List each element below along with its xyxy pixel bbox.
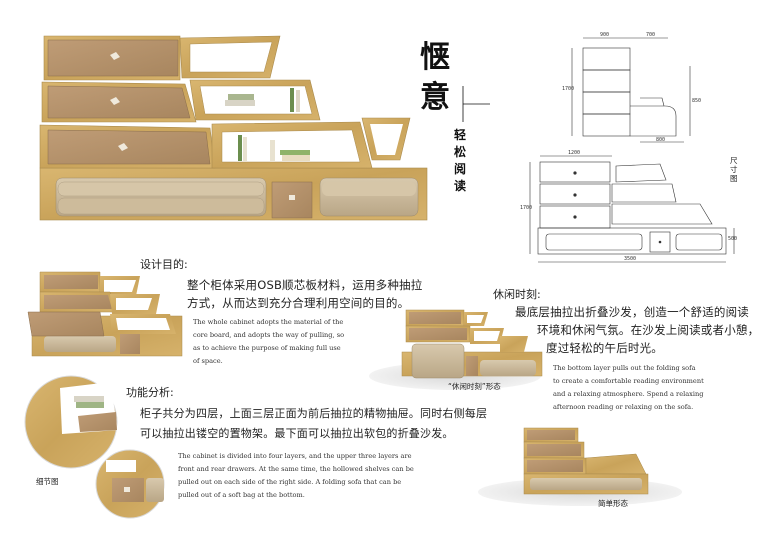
text-line: and a relaxing atmosphere. Spend a relax… (553, 390, 704, 398)
leisure-render (369, 309, 543, 390)
dim-label: 850 (692, 98, 702, 104)
drawing-label: 尺寸图 (730, 156, 738, 183)
subtitle-char: 读 (454, 179, 467, 193)
design-purpose-render (27, 271, 183, 357)
leisure-heading: 休闲时刻: (493, 288, 541, 301)
dimension-drawing-front (529, 155, 735, 263)
dim-label: 800 (656, 137, 666, 143)
subtitle-char: 轻 (454, 128, 467, 142)
title-char-1: 惬 (420, 40, 450, 75)
simple-caption: 简单形态 (598, 499, 628, 508)
function-heading: 功能分析: (126, 386, 174, 399)
text-line: pulled out of a soft bag at the bottom. (178, 491, 305, 499)
dim-label: 700 (646, 32, 656, 38)
dim-label: 900 (600, 32, 610, 38)
leisure-caption: “休闲时刻”形态 (448, 382, 501, 391)
text-line: of space. (193, 357, 223, 365)
dim-label: 1700 (520, 205, 533, 211)
text-line: 方式，从而达到充分合理利用空间的目的。 (187, 296, 410, 310)
design-purpose-en: The whole cabinet adopts the material of… (193, 316, 344, 368)
text-line: The whole cabinet adopts the material of… (193, 318, 344, 326)
text-line: as to achieve the purpose of making full… (193, 344, 341, 352)
dimension-drawing-top (571, 37, 691, 143)
leisure-zh-1: 最底层抽拉出折叠沙发，创造一个舒适的阅读 (515, 305, 749, 319)
leisure-zh-3: 度过轻松的午后时光。 (546, 341, 663, 355)
text-line: pulled out on each side of the right sid… (178, 478, 402, 486)
detail-caption: 细节图 (36, 477, 59, 486)
text-line: The bottom layer pulls out the folding s… (553, 364, 696, 372)
subtitle: 轻 松 阅 读 (454, 126, 468, 194)
subtitle-char: 松 (454, 145, 467, 159)
subtitle-char: 阅 (454, 162, 467, 176)
text-line: afternoon reading or relaxing on the sof… (553, 403, 694, 411)
simple-render (478, 427, 682, 506)
detail-render (24, 375, 165, 519)
text-line: front and rear drawers. At the same time… (178, 465, 414, 473)
dim-label: 1200 (568, 150, 581, 156)
text-line: 整个柜体采用OSB顺芯板材料，运用多种抽拉 (187, 278, 423, 292)
design-purpose-zh: 整个柜体采用OSB顺芯板材料，运用多种抽拉 方式，从而达到充分合理利用空间的目的… (187, 276, 422, 312)
leisure-en: The bottom layer pulls out the folding s… (553, 362, 704, 414)
text-line: to create a comfortable reading environm… (553, 377, 704, 385)
text-line: 可以抽拉出镂空的置物架。最下面可以抽拉出软包的折叠沙发。 (140, 427, 454, 440)
function-en: The cabinet is divided into four layers,… (178, 450, 414, 502)
function-zh: 柜子共分为四层，上面三层正面为前后抽拉的精物抽屉。同时右侧每层 可以抽拉出镂空的… (140, 404, 487, 444)
leisure-zh-2: 环境和休闲气氛。在沙发上阅读或者小憩， (537, 323, 760, 337)
dim-label: 1700 (562, 86, 575, 92)
title-char-2: 意 (420, 80, 450, 115)
dim-label: 3500 (624, 256, 637, 262)
text-line: core board, and adopts the way of pullin… (193, 331, 345, 339)
dim-label: 500 (728, 236, 738, 242)
design-purpose-heading: 设计目的: (140, 258, 188, 271)
text-line: 柜子共分为四层，上面三层正面为前后抽拉的精物抽屉。同时右侧每层 (140, 407, 488, 420)
text-line: The cabinet is divided into four layers,… (178, 452, 412, 460)
